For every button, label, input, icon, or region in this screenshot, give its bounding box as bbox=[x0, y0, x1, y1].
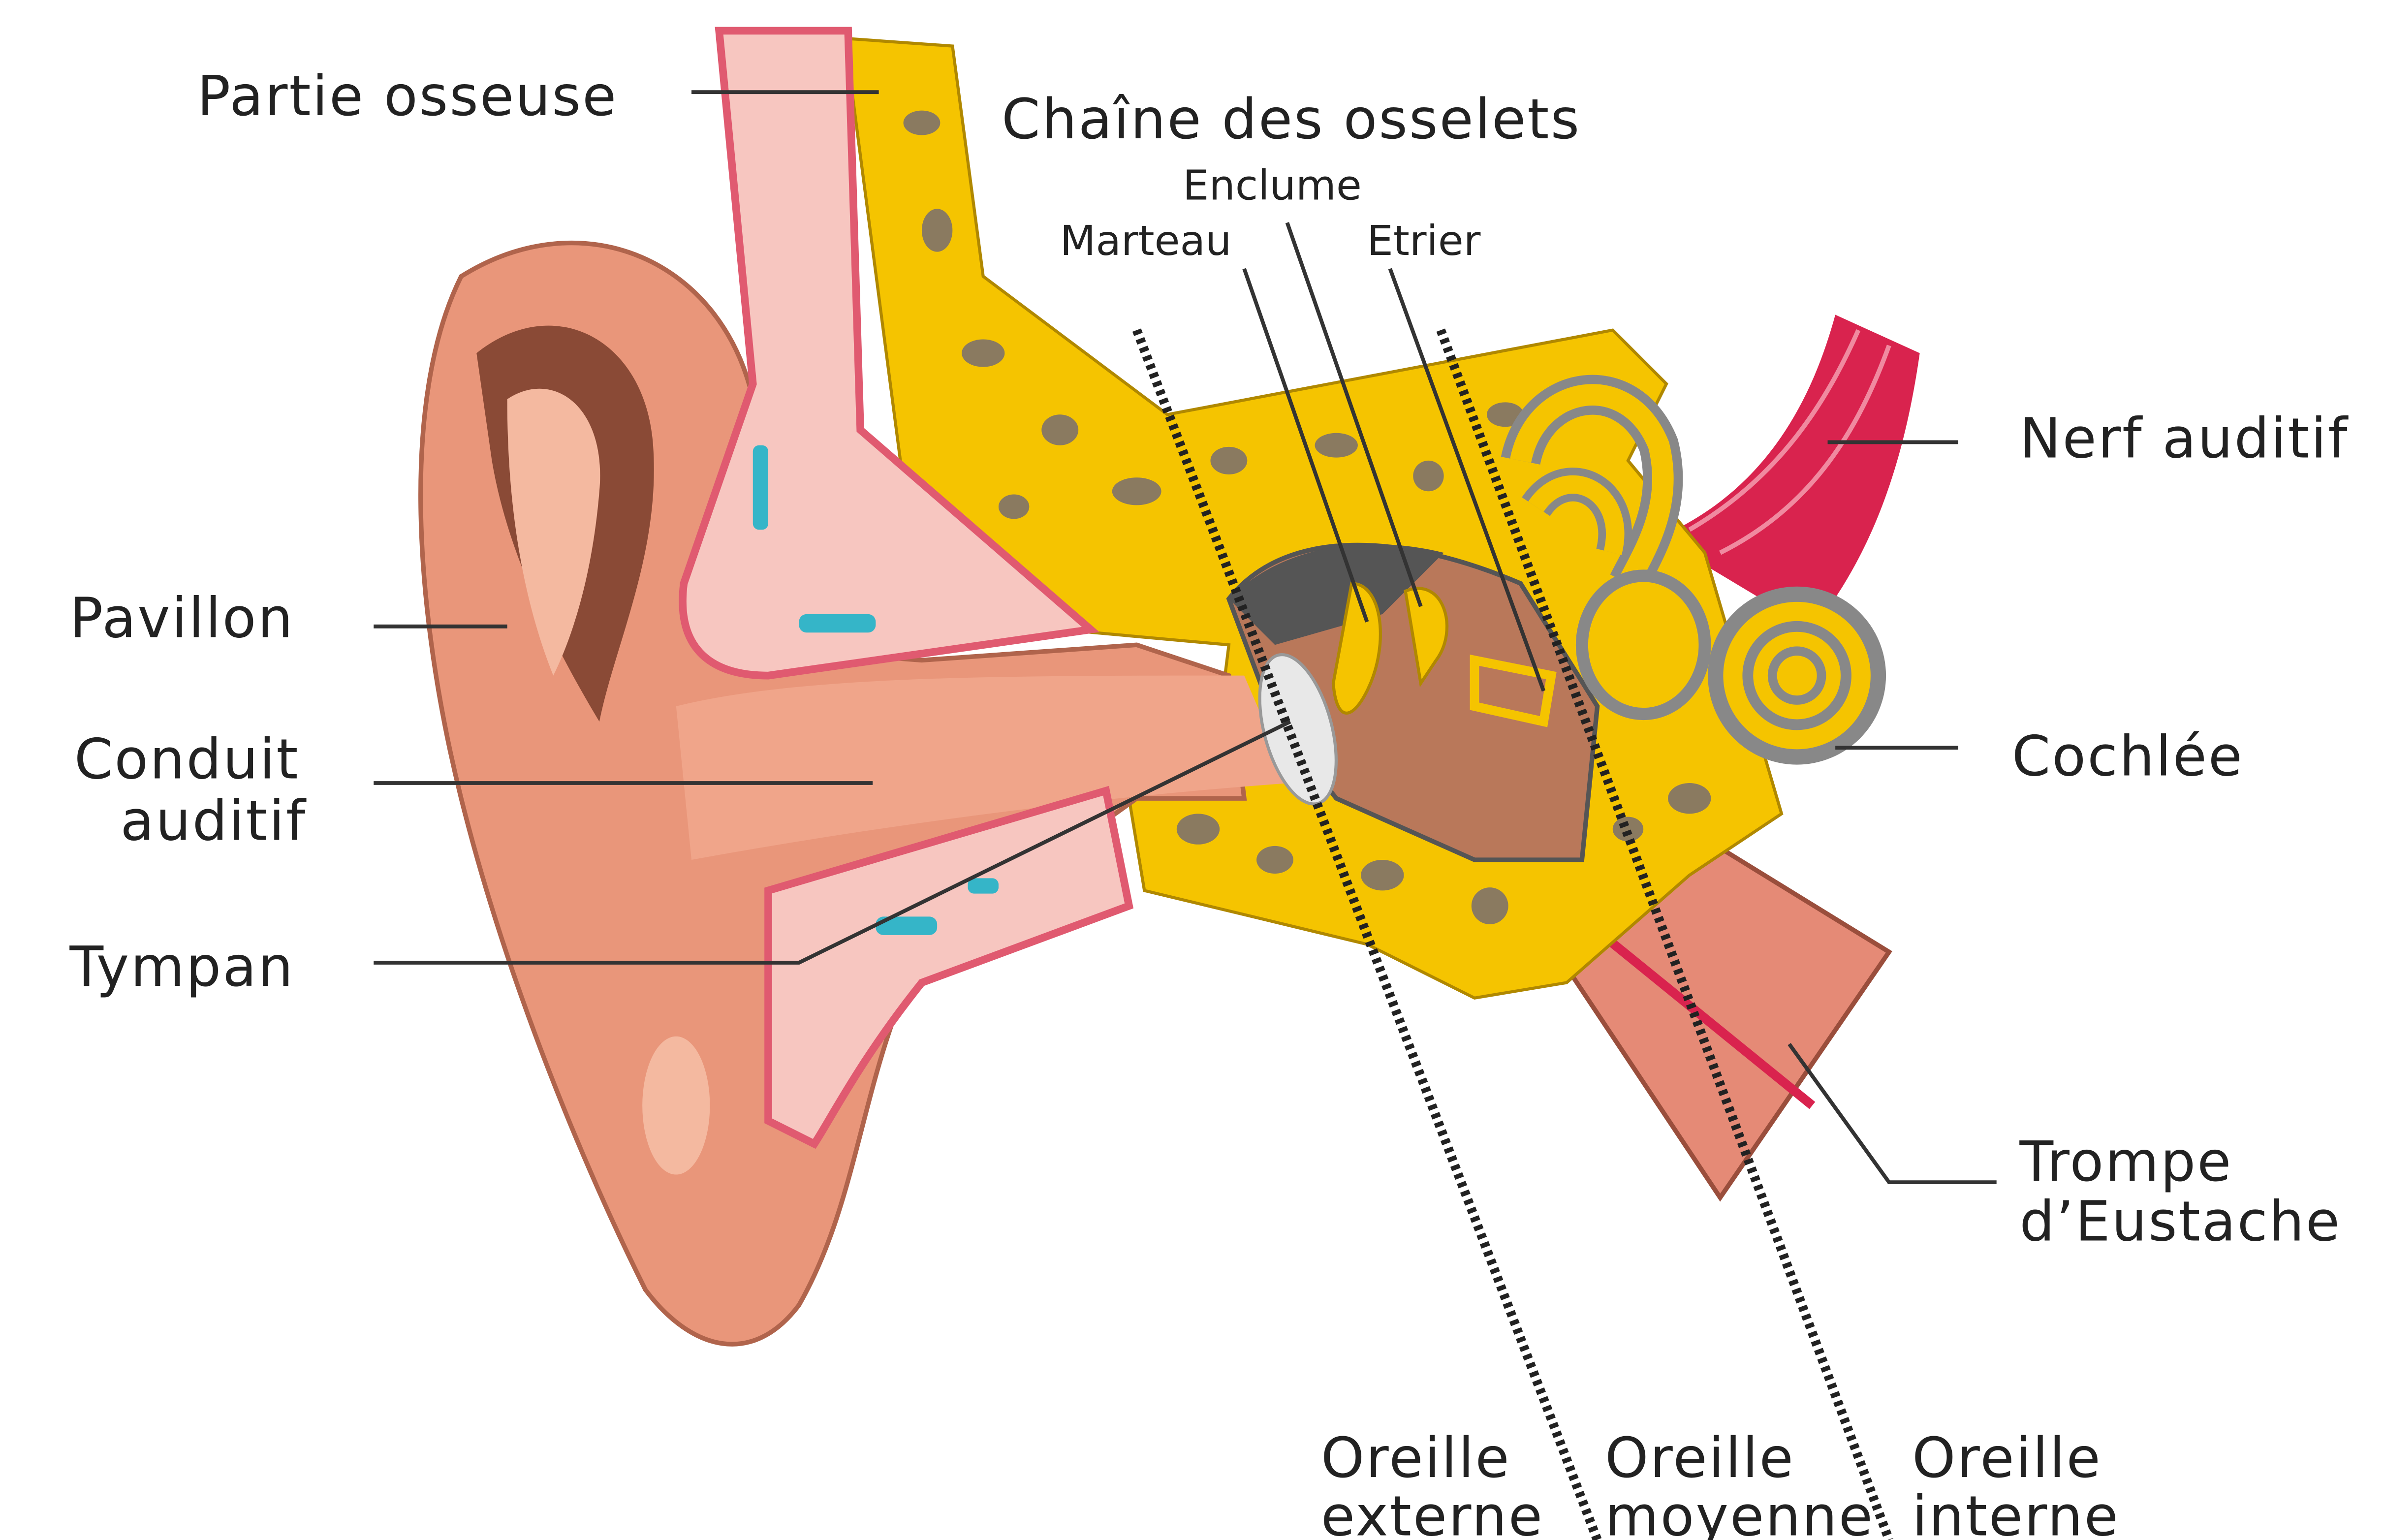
region-moyenne-1: Oreille bbox=[1605, 1426, 1795, 1490]
label-cochlee: Cochlée bbox=[2012, 724, 2244, 788]
cartilage-upper bbox=[679, 27, 1100, 680]
label-trompe-1: Trompe bbox=[2019, 1130, 2232, 1194]
label-pavillon: Pavillon bbox=[70, 587, 294, 651]
region-interne-2: interne bbox=[1912, 1485, 2120, 1540]
ossicles bbox=[1331, 582, 1557, 727]
region-interne-1: Oreille bbox=[1912, 1426, 2102, 1490]
bone-spots bbox=[903, 110, 1711, 925]
ear-canal bbox=[676, 675, 1290, 860]
divider-external-middle bbox=[1132, 328, 1602, 1540]
label-chaine-osselets: Chaîne des osselets bbox=[1002, 88, 1581, 152]
region-moyenne-2: moyenne bbox=[1605, 1485, 1874, 1540]
label-conduit-1: Conduit bbox=[74, 728, 300, 792]
region-externe-1: Oreille bbox=[1321, 1426, 1511, 1490]
label-etrier: Etrier bbox=[1367, 217, 1481, 265]
cartilage-lower bbox=[764, 786, 1134, 1149]
label-trompe-2: d’Eustache bbox=[2019, 1190, 2341, 1254]
label-nerf-auditif: Nerf auditif bbox=[2019, 407, 2349, 471]
label-marteau: Marteau bbox=[1060, 217, 1232, 265]
inner-ear bbox=[1501, 375, 1886, 765]
label-conduit-2: auditif bbox=[120, 789, 307, 853]
label-tympan: Tympan bbox=[69, 935, 295, 999]
label-enclume: Enclume bbox=[1183, 161, 1362, 210]
label-partie-osseuse: Partie osseuse bbox=[197, 64, 618, 128]
divider-middle-inner bbox=[1436, 328, 1894, 1540]
region-externe-2: externe bbox=[1321, 1485, 1544, 1540]
